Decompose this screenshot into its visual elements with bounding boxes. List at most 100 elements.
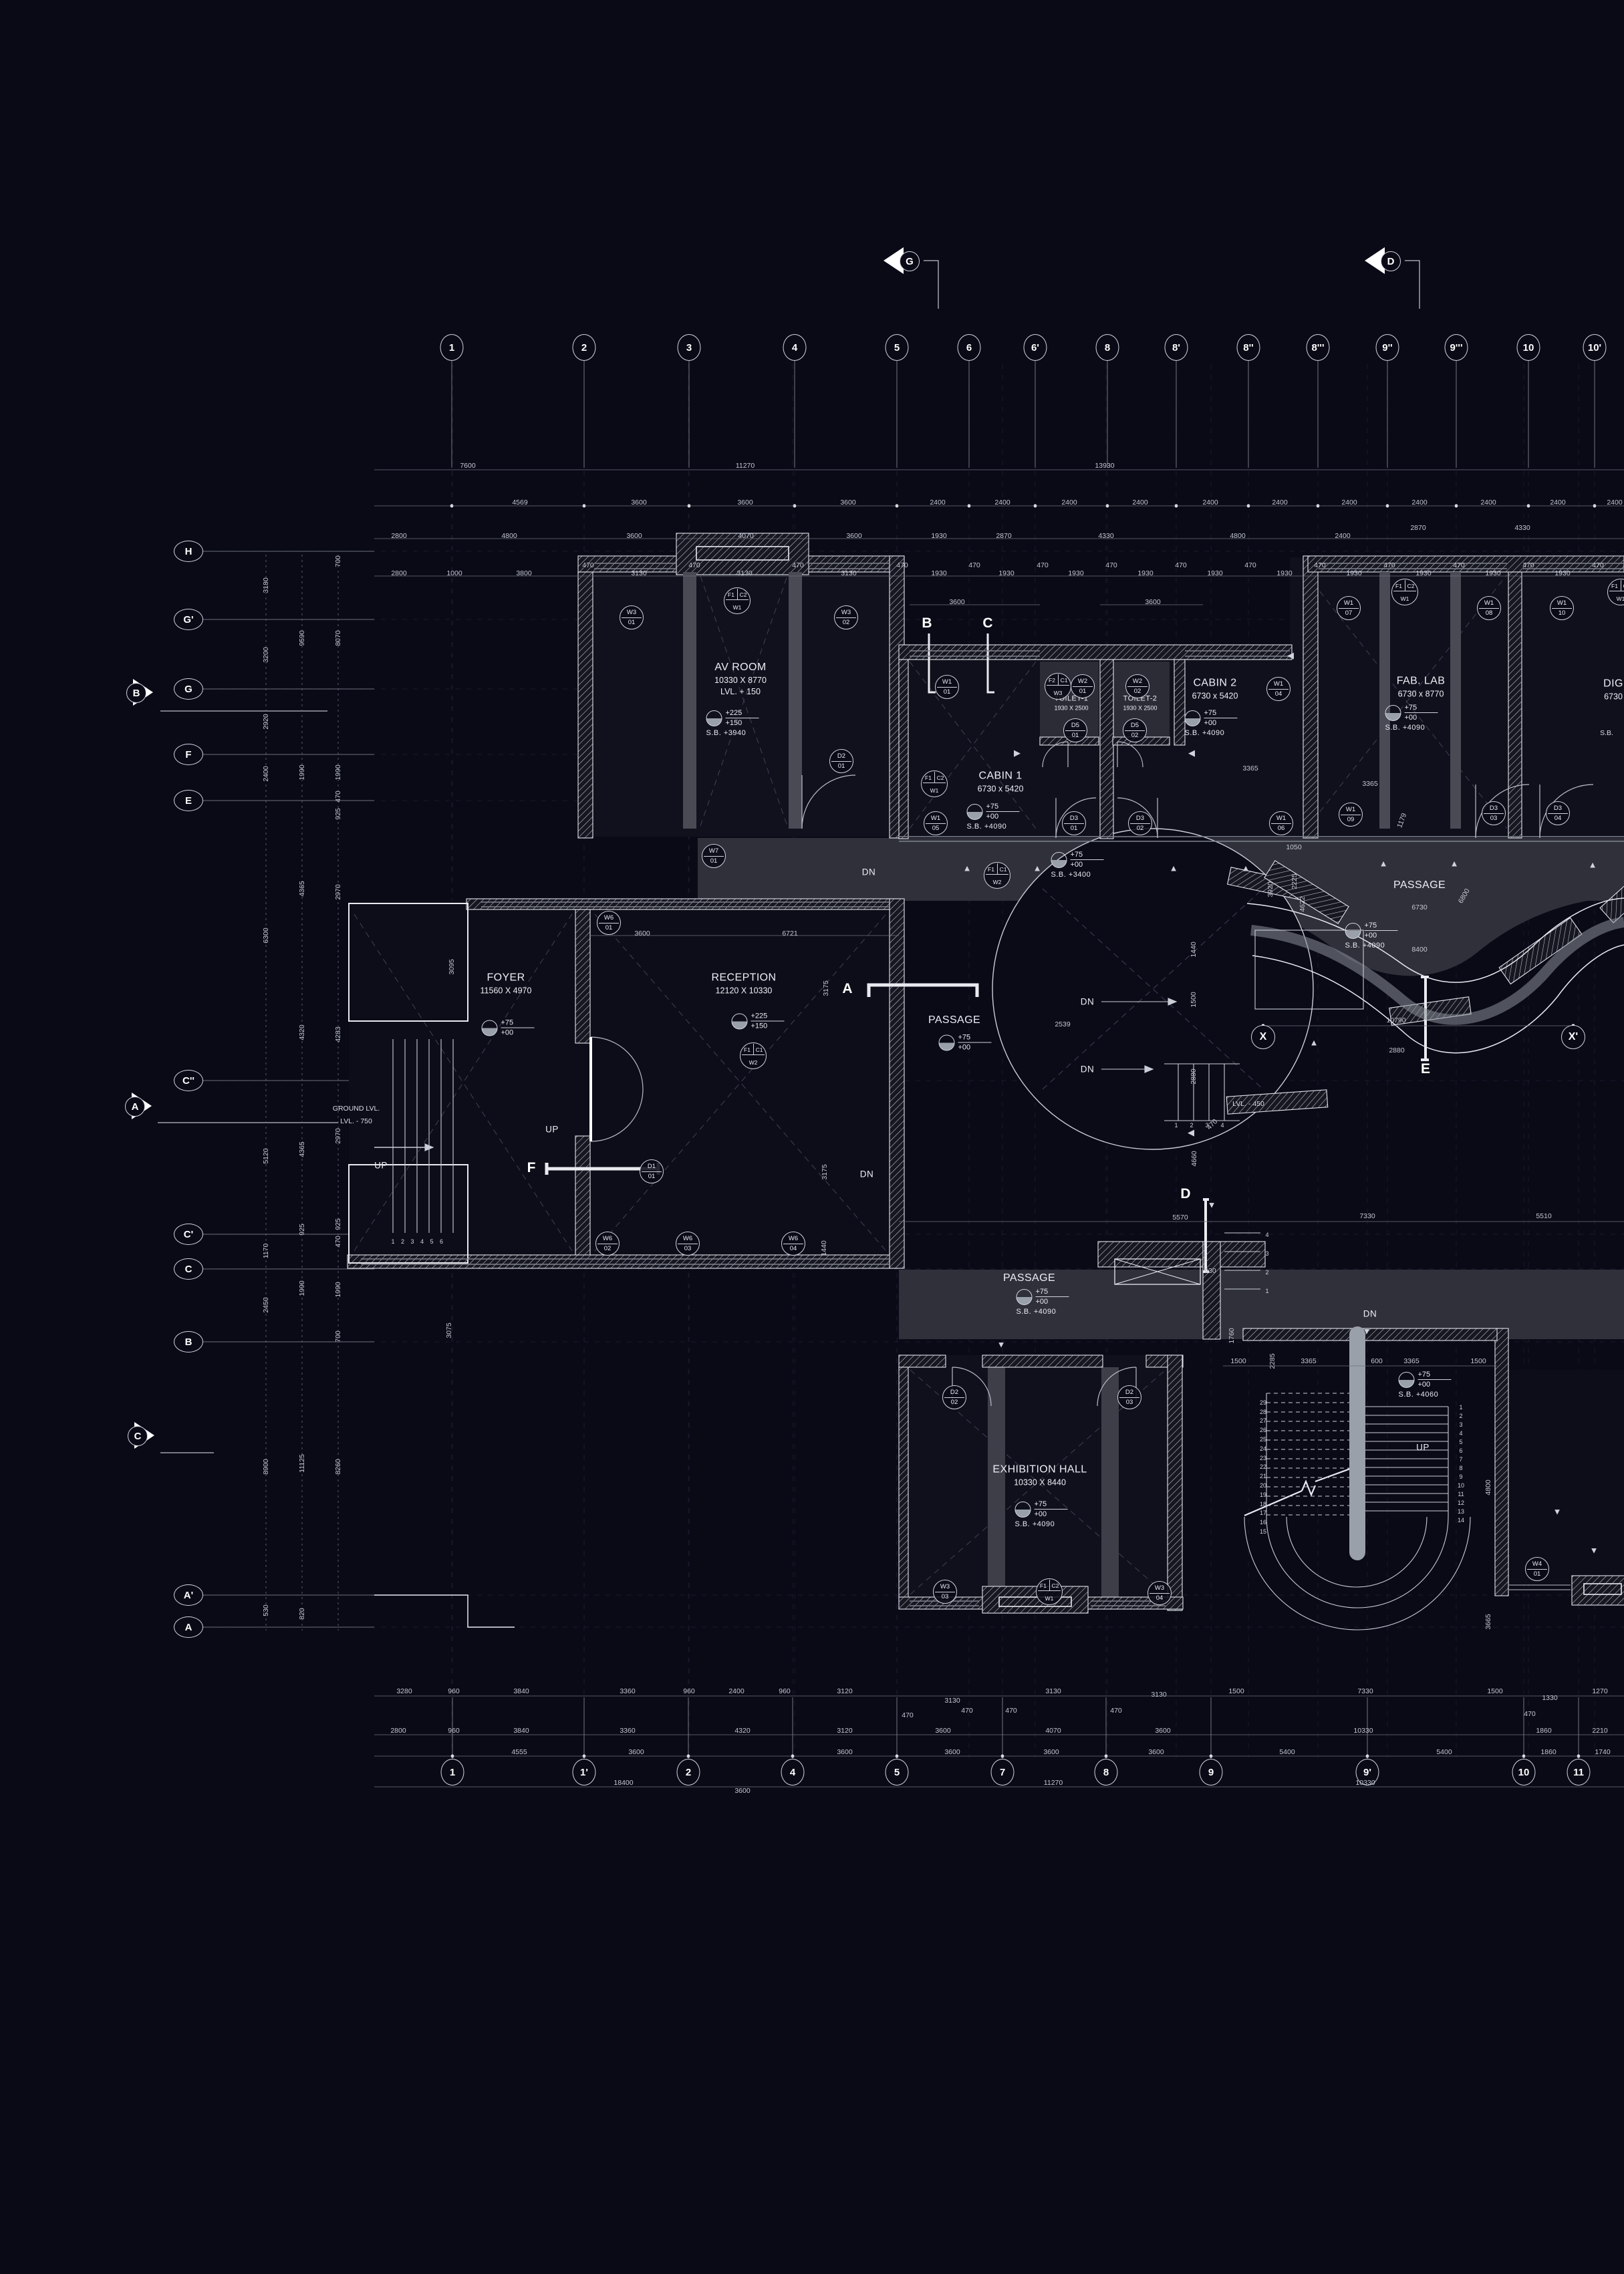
dim-label: 13930: [1095, 461, 1115, 470]
stair-number: 22: [1259, 1463, 1267, 1471]
dim-label: 10330: [1355, 1778, 1375, 1787]
grid-bubble-row-A: A: [174, 1616, 203, 1638]
dim-label: 2400: [1607, 498, 1623, 507]
grid-bubble-top-6': 6': [1023, 334, 1047, 361]
level-symbol-icon: [731, 1013, 748, 1029]
dim-label: 3130: [944, 1696, 960, 1705]
dim-label: 470: [1524, 1709, 1536, 1718]
room-label: PASSAGE: [1393, 879, 1446, 891]
grid-bubble-row-G': G': [174, 609, 203, 630]
level-symbol-icon: [1345, 922, 1361, 939]
dim-label: 2400: [1061, 498, 1077, 507]
dim-label: 1860: [1536, 1726, 1552, 1735]
dim-label: 2400: [1132, 498, 1148, 507]
dim-label: 1270: [1592, 1687, 1608, 1695]
grid-bubble-row-C: C: [174, 1258, 203, 1280]
dim-label: 470: [1314, 561, 1326, 569]
text-label: LVL. - 750: [340, 1117, 372, 1125]
dim-label: 3365: [1301, 1357, 1317, 1365]
dim-label: 6300: [261, 928, 270, 944]
direction-triangle-up: ▲: [1169, 863, 1178, 873]
dim-label: 4800: [1484, 1479, 1492, 1496]
grid-bubble-bottom-2: 2: [676, 1759, 700, 1786]
dim-label: 820: [297, 1608, 306, 1620]
grid-bubble-bottom-10: 10: [1512, 1759, 1536, 1786]
dim-label: 470: [582, 561, 594, 569]
stair-number: 2: [1459, 1413, 1463, 1419]
grid-bubble-top-4: 4: [783, 334, 807, 361]
grid-bubble-bottom-4: 4: [781, 1759, 805, 1786]
stair-number: 15: [1259, 1528, 1267, 1535]
room-label: PASSAGE: [1002, 1272, 1056, 1284]
dim-label: 3600: [840, 498, 856, 507]
stair-number: 4: [420, 1238, 424, 1245]
stair-number: 2: [1190, 1122, 1194, 1129]
dim-label: 2970: [333, 1128, 342, 1144]
stair-number: 6: [439, 1238, 444, 1245]
section-letter-F: F: [527, 1160, 536, 1175]
dim-label: 3360: [620, 1687, 636, 1695]
dim-label: 470: [1005, 1706, 1017, 1715]
dim-label: 3840: [513, 1687, 529, 1695]
axis-bubble-X': X': [1561, 1025, 1585, 1049]
stair-number: 2: [400, 1238, 405, 1245]
dim-label: 1930: [998, 569, 1014, 577]
dim-label: 2870: [1410, 523, 1426, 532]
grid-bubble-top-8': 8': [1164, 334, 1188, 361]
dim-label: 960: [448, 1687, 460, 1695]
dim-label: 1500: [1487, 1687, 1503, 1695]
section-letter-C: C: [982, 615, 993, 631]
dim-label: 2400: [1480, 498, 1496, 507]
dim-label: 1050: [1286, 843, 1302, 851]
stair-number: 1: [1459, 1404, 1463, 1411]
dim-label: 6721: [782, 929, 798, 938]
dim-label: 11270: [1043, 1778, 1063, 1787]
stair-number: 9: [1459, 1473, 1463, 1480]
dim-label: 8400: [1411, 945, 1428, 954]
direction-triangle-up: ▲: [1309, 1037, 1319, 1048]
dim-label: 470: [1175, 561, 1187, 569]
dim-label: 470: [1244, 561, 1256, 569]
interior-walls: [683, 572, 1461, 829]
dim-label: 18400: [614, 1778, 634, 1787]
dim-label: 470: [1105, 561, 1117, 569]
dim-label: 1760: [1227, 1328, 1236, 1344]
stair-number: 2: [1265, 1269, 1269, 1276]
dim-label: 470: [902, 1711, 914, 1719]
dim-label: 2800: [391, 531, 407, 540]
level-symbol-icon: [1385, 704, 1401, 721]
dim-label: 3120: [837, 1726, 853, 1735]
dim-label: 4800: [501, 531, 517, 540]
dim-label: 3130: [1045, 1687, 1061, 1695]
dim-label: 11270: [735, 461, 755, 470]
dim-label: 2920: [261, 714, 270, 730]
grid-bubble-top-6: 6: [957, 334, 981, 361]
dim-label: 10790: [1386, 1016, 1406, 1024]
stair-number: 20: [1259, 1482, 1267, 1489]
dim-label: 4555: [511, 1747, 527, 1756]
stair-number: 19: [1259, 1491, 1267, 1498]
text-label: S.B.: [1600, 728, 1613, 737]
section-letter-E: E: [1420, 1061, 1431, 1077]
level-marker: +75+00: [481, 1019, 535, 1037]
stair-number: 23: [1259, 1454, 1267, 1461]
dim-label: 2225: [1290, 873, 1299, 889]
stair-number: 6: [1459, 1447, 1463, 1454]
dim-label: 530: [261, 1604, 270, 1616]
stair-number: 3: [1265, 1250, 1269, 1257]
